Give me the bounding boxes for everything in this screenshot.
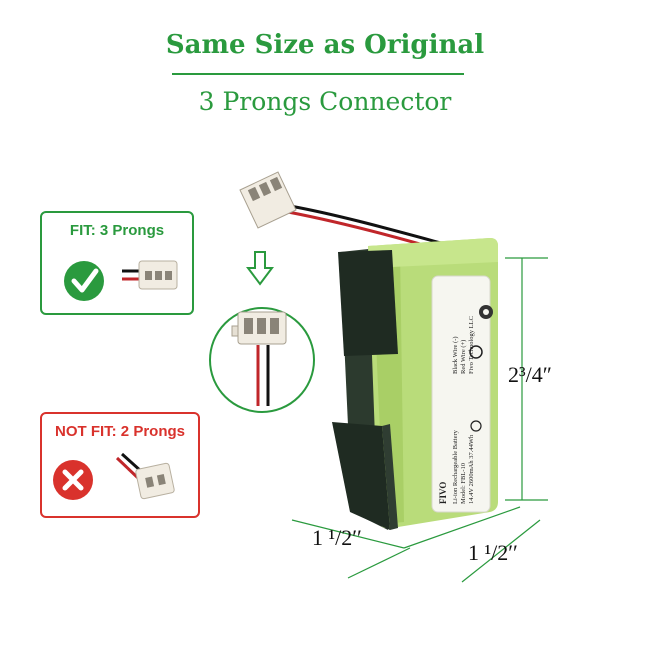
battery-label-line: Model: FBL-10 (460, 463, 467, 504)
fit-label: FIT: 3 Prongs (69, 222, 165, 239)
not-fit-info-box: NOT FIT: 2 Prongs (40, 412, 200, 518)
battery-label-line: 14.4V 2600mAh 37.44Wh (468, 434, 475, 504)
fit-info-box: FIT: 3 Prongs (40, 211, 194, 315)
page-title: Same Size as Original (165, 30, 485, 60)
three-prong-connector-icon (122, 260, 178, 290)
ce-mark-icon (470, 420, 482, 432)
battery-label-line: Fivo Technology LLC (468, 316, 475, 374)
battery-label-line: Black Wire (-) (452, 336, 459, 374)
two-prong-connector-icon (115, 452, 175, 500)
battery-label-line: Li-ion Rechargeable Battery (452, 429, 459, 504)
title-divider (172, 73, 464, 75)
width-dimension-label: 1 ¹/2′′ (312, 525, 362, 550)
height-dimension-label: 2³/4″ (508, 362, 552, 387)
battery-label-line: Red Wire (+) (460, 340, 467, 374)
terminal-icon (479, 305, 493, 319)
page-subtitle: 3 Prongs Connector (198, 87, 452, 116)
top-connector-icon (239, 171, 297, 229)
down-arrow-icon (246, 251, 274, 286)
not-fit-label: NOT FIT: 2 Prongs (54, 423, 185, 440)
recycle-icon (469, 345, 483, 359)
depth-dimension-label: 1 ¹/2′′ (468, 540, 518, 565)
cross-icon (53, 460, 93, 500)
checkmark-icon (64, 261, 104, 301)
dimension-lines (291, 257, 548, 583)
connector-zoom-circle (209, 307, 315, 413)
fit-illustration (64, 260, 178, 301)
not-fit-illustration (53, 452, 175, 500)
battery-brand: FIVO (438, 482, 448, 504)
battery-pack: FIVO Li-ion Rechargeable Battery Model: … (332, 238, 498, 530)
